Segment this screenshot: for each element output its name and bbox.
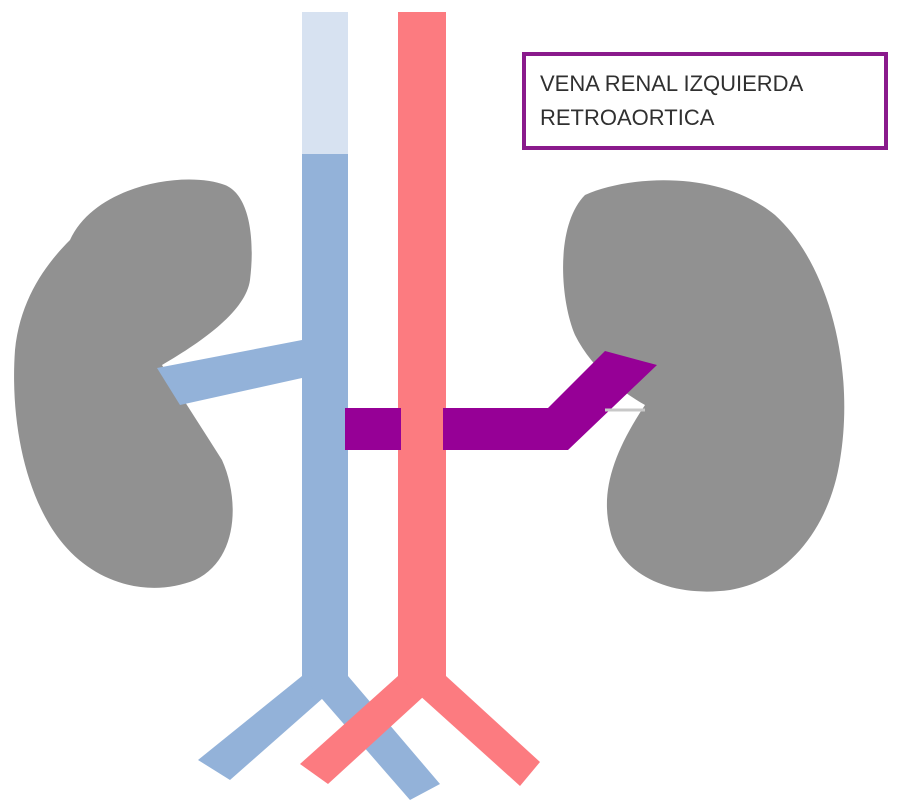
retroaortic-left-renal-vein-right-segment (443, 351, 657, 450)
label-box: VENA RENAL IZQUIERDA RETROAORTICA (522, 52, 888, 150)
ivc (302, 154, 348, 684)
label-line-2: RETROAORTICA (540, 101, 884, 135)
aorta (398, 12, 446, 684)
ivc-upper-segment (302, 12, 348, 154)
label-line-1: VENA RENAL IZQUIERDA (540, 67, 884, 101)
retroaortic-left-renal-vein-left-segment (345, 408, 401, 450)
